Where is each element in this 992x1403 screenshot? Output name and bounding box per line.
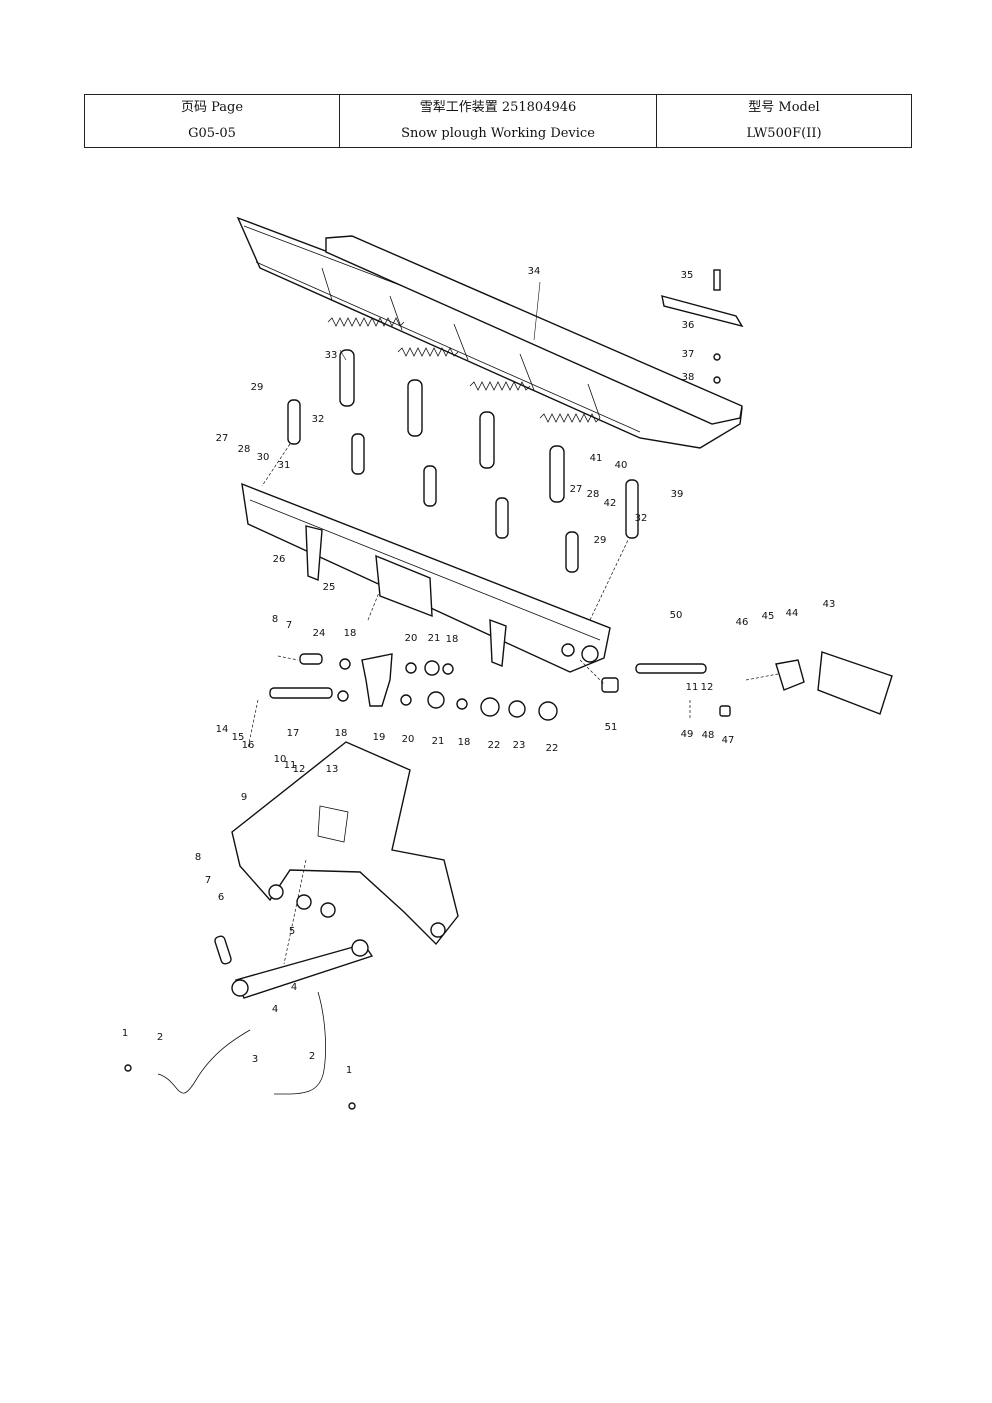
part-callout: 21	[432, 736, 445, 747]
part-callout: 1	[346, 1065, 352, 1076]
part-callout: 4	[272, 1004, 278, 1015]
part-callout: 12	[293, 764, 306, 775]
part-callout: 36	[682, 320, 695, 331]
part-callout: 17	[287, 728, 300, 739]
part-callout: 11	[686, 682, 699, 693]
part-callout: 13	[326, 764, 339, 775]
part-callout: 31	[278, 460, 291, 471]
part-callout: 37	[682, 349, 695, 360]
model-value: LW500F(II)	[746, 126, 822, 141]
hydraulic-hoses	[124, 991, 356, 1110]
part-callout: 47	[722, 735, 735, 746]
part-callout: 40	[615, 460, 628, 471]
part-callout: 2	[157, 1032, 163, 1043]
mounting-frame	[241, 482, 611, 673]
part-callout: 24	[313, 628, 326, 639]
page-label: 页码 Page	[180, 100, 244, 115]
part-callout: 28	[238, 444, 251, 455]
part-callout: 18	[335, 728, 348, 739]
part-callout: 14	[216, 724, 229, 735]
part-callout: 18	[458, 737, 471, 748]
part-callout: 45	[762, 611, 775, 622]
part-callout: 8	[195, 852, 201, 863]
push-frame	[231, 741, 459, 946]
part-callout: 48	[702, 730, 715, 741]
title-cell: 雪犁工作装置 251804946 Snow plough Working Dev…	[339, 94, 657, 148]
part-callout: 10	[274, 754, 287, 765]
pin-assembly	[269, 653, 558, 721]
part-callout: 39	[671, 489, 684, 500]
part-callout: 26	[273, 554, 286, 565]
part-callout: 28	[587, 489, 600, 500]
part-callout: 20	[405, 633, 418, 644]
part-callout: 46	[736, 617, 749, 628]
moldboard-blade	[236, 216, 743, 449]
page-number: G05-05	[188, 126, 236, 141]
part-callout: 7	[205, 875, 211, 886]
cutting-edge-plate	[661, 269, 744, 384]
model-label: 型号 Model	[748, 100, 820, 115]
part-callout: 22	[488, 740, 501, 751]
part-callout: 6	[218, 892, 224, 903]
part-callout: 51	[605, 722, 618, 733]
spring-links	[287, 349, 639, 573]
springs	[327, 317, 601, 423]
part-callout: 2	[309, 1051, 315, 1062]
part-callout: 5	[289, 926, 295, 937]
part-callout: 27	[216, 433, 229, 444]
part-callout: 15	[232, 732, 245, 743]
part-callout: 16	[242, 740, 255, 751]
header-table: 页码 Page G05-05 雪犁工作装置 251804946 Snow plo…	[84, 94, 912, 148]
part-callout: 32	[312, 414, 325, 425]
part-callout: 44	[786, 608, 799, 619]
part-callout: 33	[325, 350, 338, 361]
part-callout: 30	[257, 452, 270, 463]
part-callout: 18	[344, 628, 357, 639]
title-chinese: 雪犁工作装置 251804946	[419, 100, 577, 115]
part-callout: 41	[590, 453, 603, 464]
part-callout: 19	[373, 732, 386, 743]
model-cell: 型号 Model LW500F(II)	[656, 94, 912, 148]
title-english: Snow plough Working Device	[401, 126, 595, 141]
part-callout: 32	[635, 513, 648, 524]
leader-lines	[247, 281, 779, 965]
part-callout: 8	[272, 614, 278, 625]
part-callout: 3	[252, 1054, 258, 1065]
part-callout: 29	[594, 535, 607, 546]
part-callout: 38	[682, 372, 695, 383]
part-callout: 20	[402, 734, 415, 745]
part-callout: 50	[670, 610, 683, 621]
part-callout: 4	[291, 982, 297, 993]
part-callout: 34	[528, 266, 541, 277]
part-callout: 29	[251, 382, 264, 393]
part-callout: 35	[681, 270, 694, 281]
side-pin-plate	[601, 651, 893, 717]
part-callout: 43	[823, 599, 836, 610]
part-callout: 12	[701, 682, 714, 693]
part-callout: 22	[546, 743, 559, 754]
part-callout: 18	[446, 634, 459, 645]
part-callout: 27	[570, 484, 583, 495]
part-callout: 23	[513, 740, 526, 751]
part-callout: 1	[122, 1028, 128, 1039]
part-callout: 49	[681, 729, 694, 740]
part-callout: 9	[241, 792, 247, 803]
part-callout: 42	[604, 498, 617, 509]
part-callout: 25	[323, 582, 336, 593]
part-callout: 21	[428, 633, 441, 644]
part-callout: 11	[284, 760, 297, 771]
part-callout: 7	[286, 620, 292, 631]
page-cell: 页码 Page G05-05	[84, 94, 340, 148]
hydraulic-cylinder	[214, 935, 374, 999]
